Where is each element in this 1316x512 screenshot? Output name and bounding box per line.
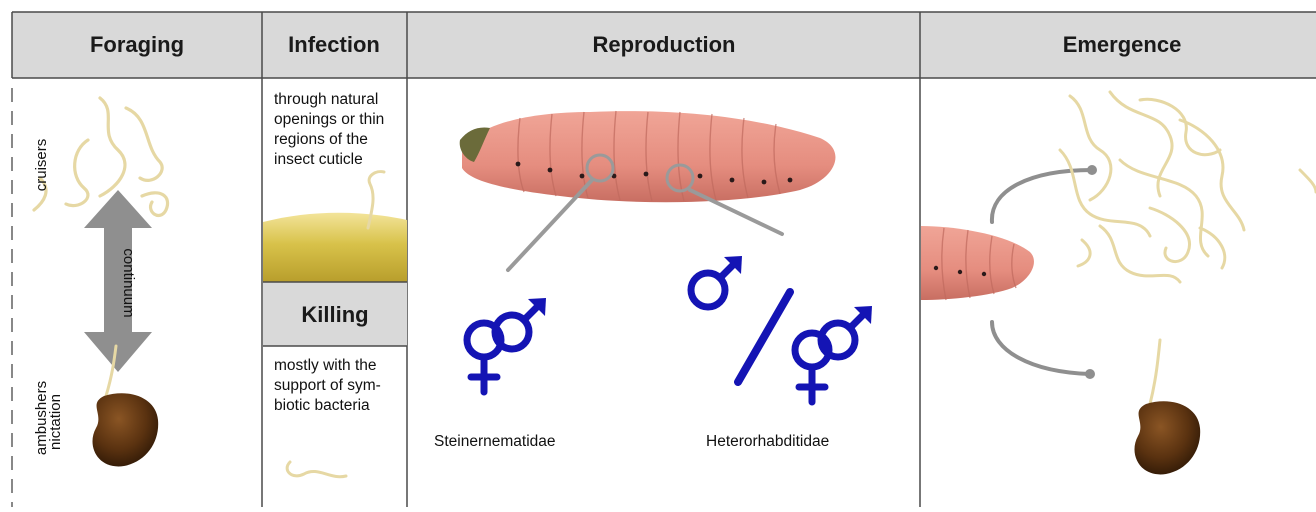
- nictation-label: nictation: [47, 394, 64, 450]
- killing-text-line: mostly with the: [274, 357, 377, 374]
- cruisers-label: cruisers: [33, 139, 50, 192]
- header-emergence: Emergence: [1063, 32, 1182, 57]
- infection-text-line: through natural: [274, 91, 378, 108]
- emerging-nematodes: [1060, 92, 1316, 282]
- soil-particle: [92, 393, 158, 466]
- infection-text-line: insect cuticle: [274, 151, 363, 168]
- soil-particle: [1134, 401, 1200, 474]
- steinernematidae-sex-symbols: [467, 298, 546, 392]
- cruiser-nematodes: [34, 98, 168, 215]
- connector-dot: [1087, 165, 1097, 175]
- insect-larva: [460, 111, 836, 202]
- infection-text-line: openings or thin: [274, 111, 384, 128]
- header-foraging: Foraging: [90, 32, 184, 57]
- header-reproduction: Reproduction: [593, 32, 736, 57]
- resting-nematode: [287, 462, 346, 477]
- infection-text-line: regions of the: [274, 131, 368, 148]
- emergence-connector: [992, 322, 1090, 374]
- killing-text-line: support of sym-: [274, 377, 381, 394]
- killing-text-line: biotic bacteria: [274, 397, 370, 414]
- ambushing-nematode: [1150, 340, 1160, 404]
- connector-dot: [1085, 369, 1095, 379]
- emerging-larva: [921, 226, 1034, 300]
- killing-title: Killing: [301, 302, 368, 327]
- heterorhabditidae-label: Heterorhabditidae: [706, 433, 829, 450]
- heterorhabditidae-sex-symbols: [691, 256, 872, 402]
- continuum-double-arrow: [84, 190, 152, 372]
- steinernematidae-label: Steinernematidae: [434, 433, 556, 450]
- header-infection: Infection: [288, 32, 380, 57]
- continuum-label: continuum: [120, 248, 137, 317]
- insect-cuticle: [263, 213, 407, 282]
